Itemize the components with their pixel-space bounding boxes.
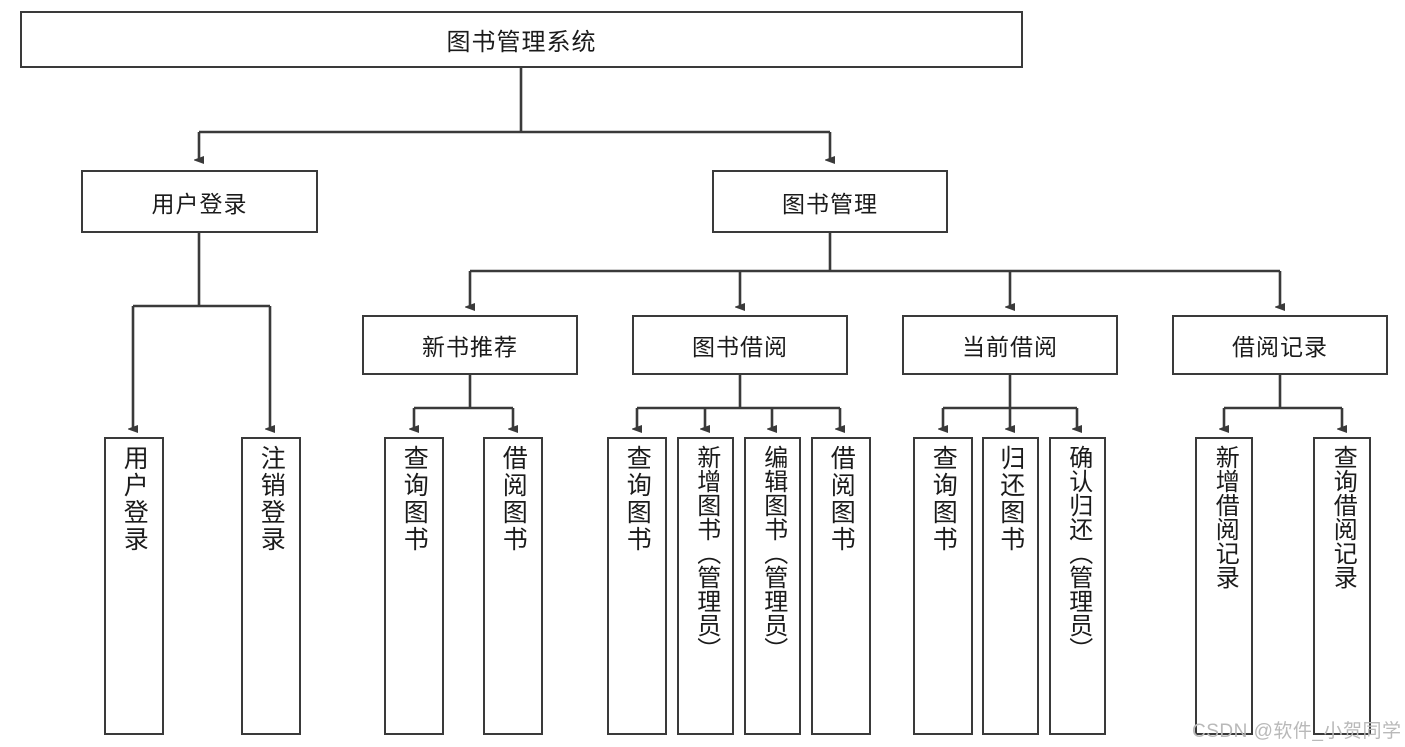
node-label: 确认归还（管理员）	[1064, 445, 1092, 661]
leaf-recommend-borrow-book[interactable]: 借阅图书	[483, 437, 543, 735]
csdn-watermark: CSDN @软件_小贺同学	[1192, 721, 1402, 742]
node-label: 当前借阅	[962, 334, 1058, 360]
node-book-borrow[interactable]: 图书借阅	[632, 315, 848, 375]
node-borrow-record[interactable]: 借阅记录	[1172, 315, 1388, 375]
leaf-record-query-record[interactable]: 查询借阅记录	[1313, 437, 1371, 735]
node-book-management[interactable]: 图书管理	[712, 170, 948, 233]
node-label: 新增图书（管理员）	[692, 445, 720, 661]
node-label: 借阅记录	[1232, 334, 1328, 360]
leaf-borrow-edit-book-admin[interactable]: 编辑图书（管理员）	[744, 437, 801, 735]
leaf-user-login-signin[interactable]: 用户登录	[104, 437, 164, 735]
leaf-record-add-record[interactable]: 新增借阅记录	[1195, 437, 1253, 735]
node-label: 查询图书	[929, 445, 958, 553]
node-label: 查询图书	[400, 445, 429, 553]
leaf-borrow-add-book-admin[interactable]: 新增图书（管理员）	[677, 437, 734, 735]
node-root-system[interactable]: 图书管理系统	[20, 11, 1023, 68]
node-label: 图书管理系统	[446, 29, 597, 56]
node-label: 新书推荐	[422, 334, 518, 360]
leaf-recommend-query-book[interactable]: 查询图书	[384, 437, 444, 735]
node-label: 查询借阅记录	[1329, 445, 1357, 589]
leaf-current-return-book[interactable]: 归还图书	[982, 437, 1039, 735]
node-label: 用户登录	[151, 190, 248, 217]
node-label: 编辑图书（管理员）	[759, 445, 787, 661]
leaf-borrow-query-book[interactable]: 查询图书	[607, 437, 667, 735]
node-label: 借阅图书	[827, 445, 856, 553]
node-user-login[interactable]: 用户登录	[81, 170, 318, 233]
node-label: 用户登录	[120, 445, 149, 553]
leaf-borrow-borrow-book[interactable]: 借阅图书	[811, 437, 871, 735]
leaf-current-confirm-return-admin[interactable]: 确认归还（管理员）	[1049, 437, 1106, 735]
node-label: 查询图书	[623, 445, 652, 553]
node-label: 图书借阅	[692, 334, 788, 360]
node-label: 新增借阅记录	[1211, 445, 1239, 589]
node-label: 注销登录	[257, 445, 286, 553]
leaf-current-query-book[interactable]: 查询图书	[913, 437, 973, 735]
node-label: 借阅图书	[499, 445, 528, 553]
leaf-user-login-signout[interactable]: 注销登录	[241, 437, 301, 735]
node-label: 归还图书	[996, 445, 1025, 553]
node-new-book-recommend[interactable]: 新书推荐	[362, 315, 578, 375]
node-label: 图书管理	[782, 190, 878, 217]
node-current-borrow[interactable]: 当前借阅	[902, 315, 1118, 375]
